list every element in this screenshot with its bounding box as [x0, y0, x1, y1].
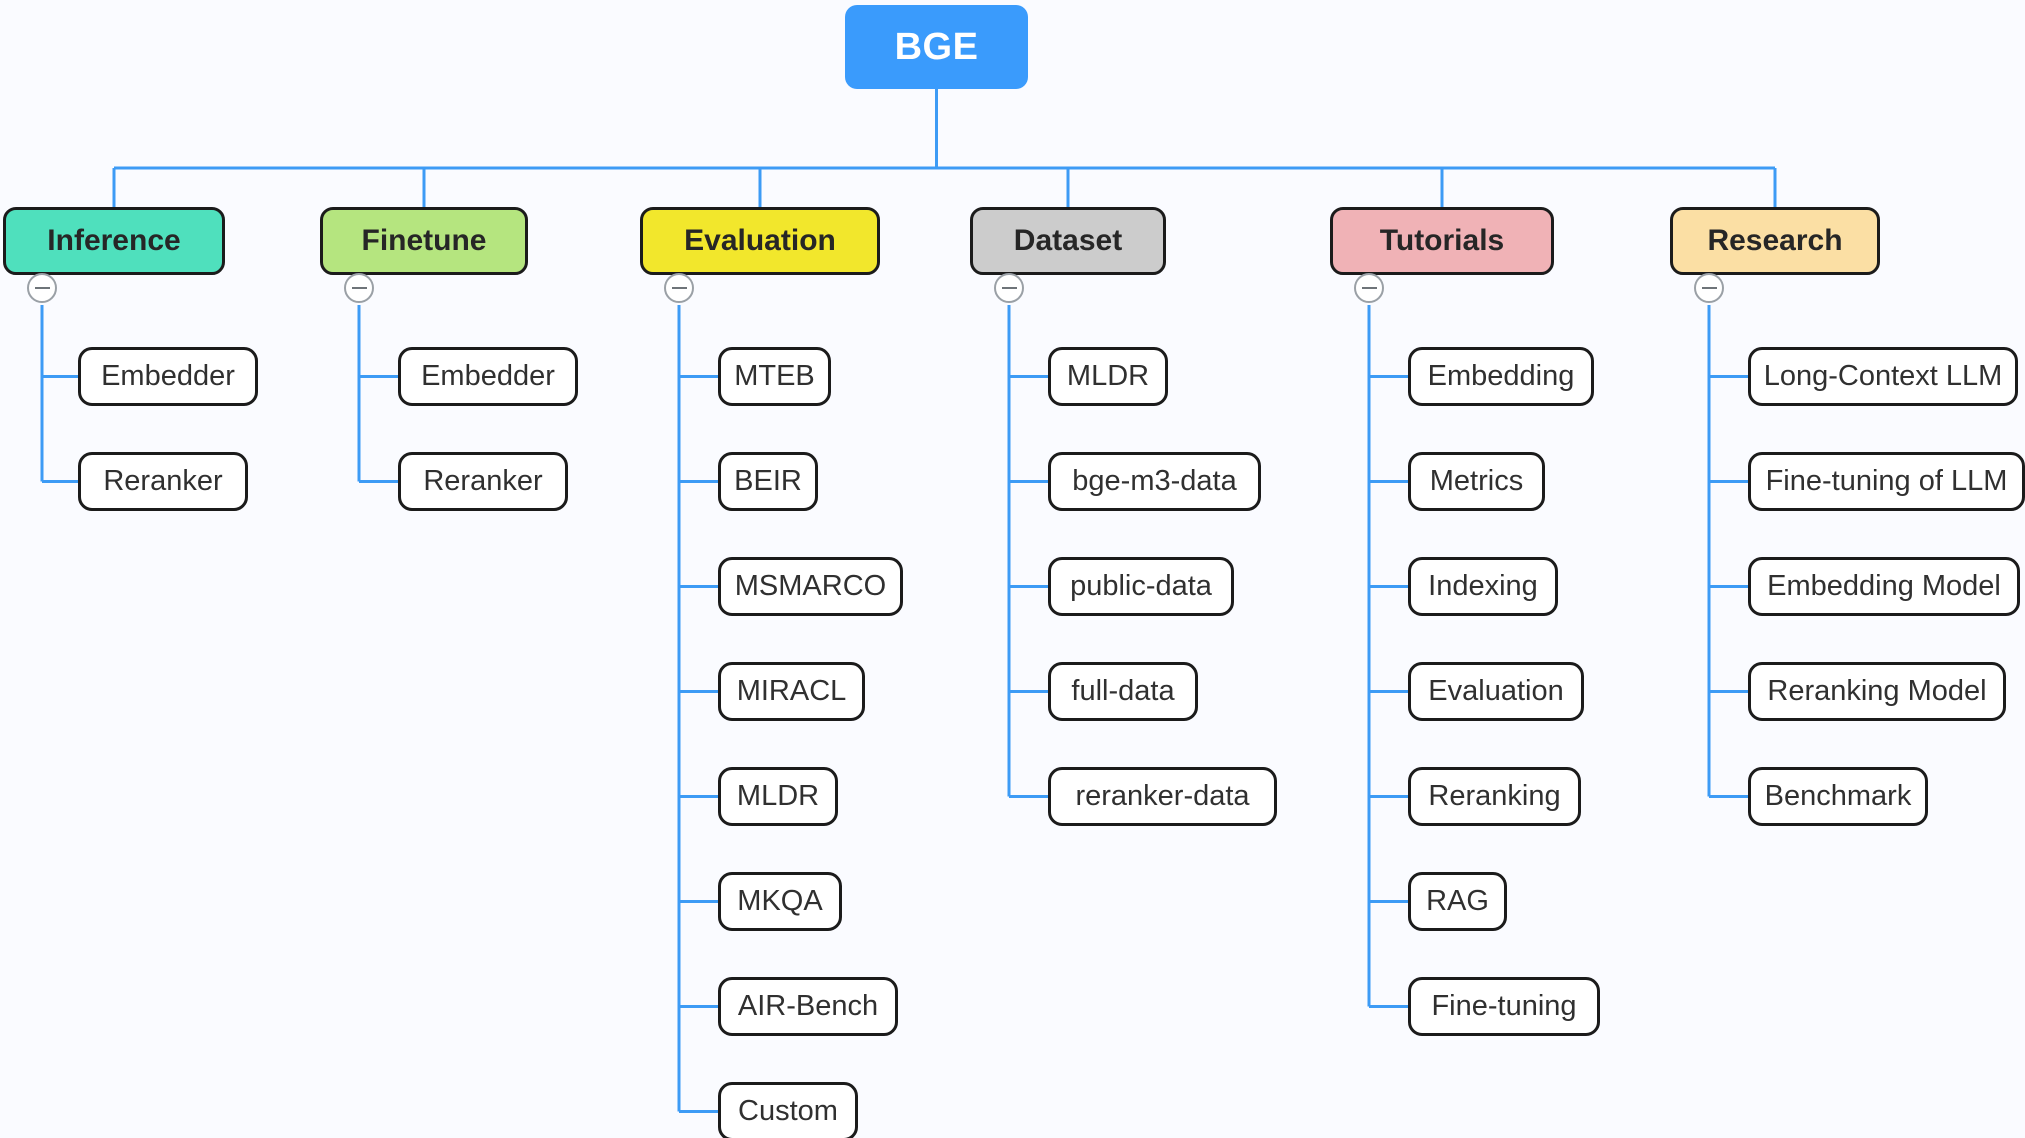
- leaf-node-inference-embedder[interactable]: Embedder: [78, 347, 258, 406]
- branch-node-finetune[interactable]: Finetune: [320, 207, 528, 275]
- node-label: BEIR: [734, 465, 802, 497]
- minus-glyph: [351, 287, 367, 289]
- collapse-minus-icon[interactable]: [1354, 273, 1384, 303]
- collapse-minus-icon[interactable]: [664, 273, 694, 303]
- node-label: Embedding Model: [1767, 570, 2001, 602]
- node-label: bge-m3-data: [1072, 465, 1237, 497]
- node-label: BGE: [894, 25, 979, 68]
- node-label: Evaluation: [684, 224, 836, 257]
- leaf-node-tutorials-metrics[interactable]: Metrics: [1408, 452, 1545, 511]
- leaf-node-evaluation-mkqa[interactable]: MKQA: [718, 872, 842, 931]
- leaf-node-finetune-embedder[interactable]: Embedder: [398, 347, 578, 406]
- leaf-node-inference-reranker[interactable]: Reranker: [78, 452, 248, 511]
- branch-node-inference[interactable]: Inference: [3, 207, 225, 275]
- node-label: Inference: [47, 224, 181, 257]
- node-label: Dataset: [1013, 224, 1123, 257]
- node-label: RAG: [1426, 885, 1489, 917]
- leaf-node-evaluation-mldr[interactable]: MLDR: [718, 767, 838, 826]
- node-label: reranker-data: [1075, 780, 1250, 812]
- leaf-node-research-reranking-model[interactable]: Reranking Model: [1748, 662, 2006, 721]
- node-label: Embedding: [1427, 360, 1575, 392]
- leaf-node-tutorials-fine-tuning[interactable]: Fine-tuning: [1408, 977, 1600, 1036]
- branch-node-research[interactable]: Research: [1670, 207, 1880, 275]
- leaf-node-evaluation-custom[interactable]: Custom: [718, 1082, 858, 1138]
- leaf-node-research-benchmark[interactable]: Benchmark: [1748, 767, 1928, 826]
- minus-glyph: [1361, 287, 1377, 289]
- node-label: Reranking Model: [1767, 675, 1987, 707]
- leaf-node-evaluation-mteb[interactable]: MTEB: [718, 347, 831, 406]
- minus-glyph: [34, 287, 50, 289]
- node-label: Metrics: [1429, 465, 1524, 497]
- leaf-node-finetune-reranker[interactable]: Reranker: [398, 452, 568, 511]
- node-label: Fine-tuning of LLM: [1765, 465, 2008, 497]
- node-label: Reranking: [1428, 780, 1561, 812]
- node-label: MSMARCO: [734, 570, 887, 602]
- node-label: Evaluation: [1428, 675, 1564, 707]
- node-label: Embedder: [421, 360, 555, 392]
- node-label: MTEB: [734, 360, 815, 392]
- collapse-minus-icon[interactable]: [1694, 273, 1724, 303]
- leaf-node-dataset-reranker-data[interactable]: reranker-data: [1048, 767, 1277, 826]
- leaf-node-dataset-public-data[interactable]: public-data: [1048, 557, 1234, 616]
- leaf-node-tutorials-indexing[interactable]: Indexing: [1408, 557, 1558, 616]
- leaf-node-dataset-bge-m3-data[interactable]: bge-m3-data: [1048, 452, 1261, 511]
- collapse-minus-icon[interactable]: [344, 273, 374, 303]
- node-label: Custom: [738, 1095, 838, 1127]
- node-label: Fine-tuning: [1431, 990, 1577, 1022]
- node-label: Long-Context LLM: [1763, 360, 2003, 392]
- leaf-node-tutorials-rag[interactable]: RAG: [1408, 872, 1507, 931]
- node-label: Embedder: [101, 360, 235, 392]
- leaf-node-evaluation-air-bench[interactable]: AIR-Bench: [718, 977, 898, 1036]
- root-node-bge[interactable]: BGE: [845, 5, 1028, 89]
- branch-node-evaluation[interactable]: Evaluation: [640, 207, 880, 275]
- leaf-node-research-long-context-llm[interactable]: Long-Context LLM: [1748, 347, 2018, 406]
- leaf-node-tutorials-evaluation[interactable]: Evaluation: [1408, 662, 1584, 721]
- node-label: Indexing: [1428, 570, 1538, 602]
- node-label: Reranker: [423, 465, 543, 497]
- node-label: Reranker: [103, 465, 223, 497]
- node-label: MKQA: [737, 885, 823, 917]
- leaf-node-dataset-mldr[interactable]: MLDR: [1048, 347, 1168, 406]
- node-label: AIR-Bench: [737, 990, 879, 1022]
- node-label: public-data: [1070, 570, 1212, 602]
- minus-glyph: [1701, 287, 1717, 289]
- leaf-node-research-embedding-model[interactable]: Embedding Model: [1748, 557, 2020, 616]
- node-label: MLDR: [736, 780, 820, 812]
- branch-node-tutorials[interactable]: Tutorials: [1330, 207, 1554, 275]
- leaf-node-tutorials-reranking[interactable]: Reranking: [1408, 767, 1581, 826]
- leaf-node-tutorials-embedding[interactable]: Embedding: [1408, 347, 1594, 406]
- node-label: Finetune: [361, 224, 487, 257]
- node-label: MLDR: [1066, 360, 1150, 392]
- leaf-node-research-fine-tuning-of-llm[interactable]: Fine-tuning of LLM: [1748, 452, 2025, 511]
- minus-glyph: [1001, 287, 1017, 289]
- collapse-minus-icon[interactable]: [994, 273, 1024, 303]
- node-label: MIRACL: [736, 675, 847, 707]
- node-label: Research: [1707, 224, 1843, 257]
- leaf-node-dataset-full-data[interactable]: full-data: [1048, 662, 1198, 721]
- minus-glyph: [671, 287, 687, 289]
- node-label: Tutorials: [1379, 224, 1505, 257]
- branch-node-dataset[interactable]: Dataset: [970, 207, 1166, 275]
- leaf-node-evaluation-beir[interactable]: BEIR: [718, 452, 818, 511]
- node-label: full-data: [1071, 675, 1175, 707]
- node-label: Benchmark: [1764, 780, 1912, 812]
- collapse-minus-icon[interactable]: [27, 273, 57, 303]
- leaf-node-evaluation-msmarco[interactable]: MSMARCO: [718, 557, 903, 616]
- leaf-node-evaluation-miracl[interactable]: MIRACL: [718, 662, 865, 721]
